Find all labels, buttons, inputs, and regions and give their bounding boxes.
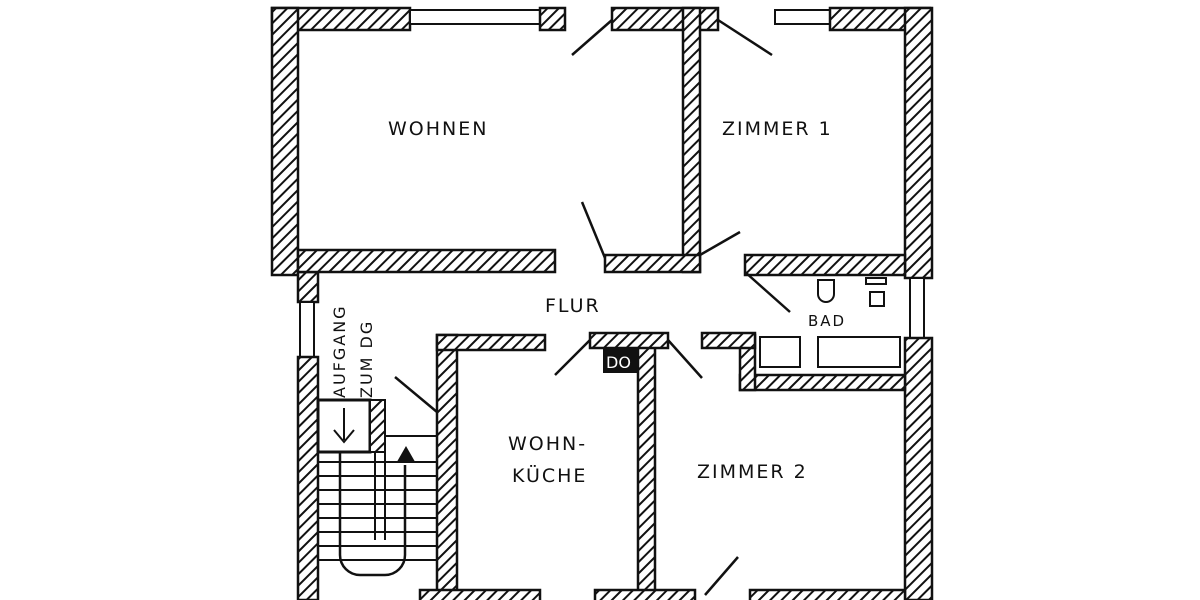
label-bad: BAD bbox=[808, 312, 846, 330]
label-wohn: WOHN- bbox=[508, 433, 587, 455]
label-wohnen: WOHNEN bbox=[388, 118, 488, 140]
walls bbox=[270, 6, 934, 600]
chimney: DO bbox=[603, 348, 638, 373]
svg-text:DO: DO bbox=[606, 353, 631, 372]
staircase bbox=[316, 398, 437, 577]
label-flur: FLUR bbox=[545, 295, 601, 317]
label-aufgang: AUFGANG bbox=[330, 304, 349, 398]
label-zimmer-1: ZIMMER 1 bbox=[722, 118, 833, 140]
bathroom-fixtures bbox=[759, 277, 901, 368]
label-zimmer-2: ZIMMER 2 bbox=[697, 461, 808, 483]
label-kueche: KÜCHE bbox=[512, 464, 587, 487]
doors bbox=[394, 18, 791, 596]
label-zum-dg: ZUM DG bbox=[357, 320, 376, 398]
room-labels: WOHNEN ZIMMER 1 FLUR BAD AUFGANG ZUM DG … bbox=[330, 118, 846, 487]
